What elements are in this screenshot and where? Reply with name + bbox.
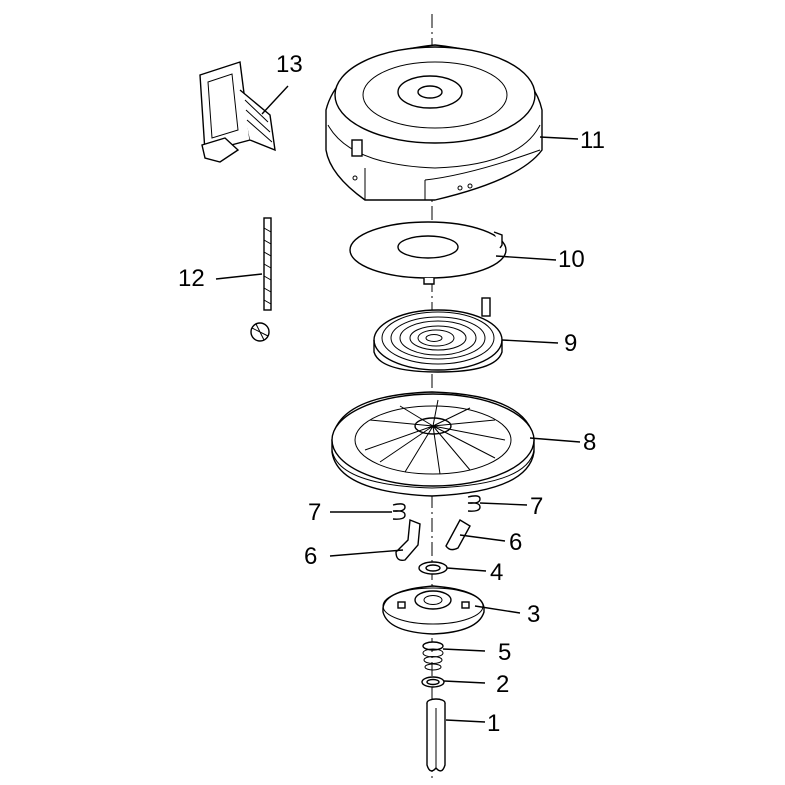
part-10-plate	[349, 221, 507, 285]
callout-3: 3	[527, 601, 540, 628]
callout-labels: 13 11 12 10 9 8 7 7 6 6 4 3 5 2 1	[178, 51, 605, 737]
leader-13	[261, 85, 289, 115]
part-4-washer	[418, 561, 448, 575]
callout-13: 13	[276, 51, 303, 78]
part-8-pulley	[331, 391, 535, 497]
callout-7-left: 7	[308, 499, 321, 526]
part-12-rope	[250, 217, 272, 342]
part-11-starter-housing	[325, 44, 543, 201]
leader-3	[474, 605, 521, 614]
part-2-washer	[421, 676, 445, 688]
part-6-pawl-left	[395, 519, 421, 562]
leader-8	[529, 437, 581, 443]
callout-8: 8	[583, 429, 596, 456]
callout-11: 11	[580, 127, 605, 154]
leader-12	[215, 273, 263, 280]
callout-4: 4	[490, 559, 503, 586]
part-3-cam-plate	[382, 585, 485, 635]
leader-4	[446, 567, 487, 572]
part-9-recoil-spring	[373, 297, 503, 373]
callout-9: 9	[564, 330, 577, 357]
leader-10	[495, 255, 557, 261]
leader-2	[443, 680, 486, 684]
callout-5: 5	[498, 639, 511, 666]
callout-2: 2	[496, 671, 509, 698]
callout-10: 10	[558, 246, 585, 273]
part-1-pin	[426, 698, 446, 772]
leader-11	[539, 136, 579, 140]
leader-9	[501, 339, 559, 344]
leader-7-right	[479, 502, 528, 506]
part-5-spring	[422, 641, 444, 671]
part-13-handle	[199, 61, 276, 163]
leader-5	[442, 648, 486, 652]
leader-1	[445, 719, 486, 723]
leader-6-left	[329, 549, 404, 557]
part-6-pawl-right	[445, 519, 471, 551]
leader-6-right	[459, 534, 506, 542]
callout-12: 12	[178, 265, 205, 292]
part-7-spring-left	[392, 503, 406, 520]
leader-lines	[215, 85, 581, 723]
callout-6-right: 6	[509, 529, 522, 556]
part-7-spring-right	[467, 495, 481, 512]
callout-7-right: 7	[530, 493, 543, 520]
callout-1: 1	[487, 710, 500, 737]
callout-6-left: 6	[304, 543, 317, 570]
